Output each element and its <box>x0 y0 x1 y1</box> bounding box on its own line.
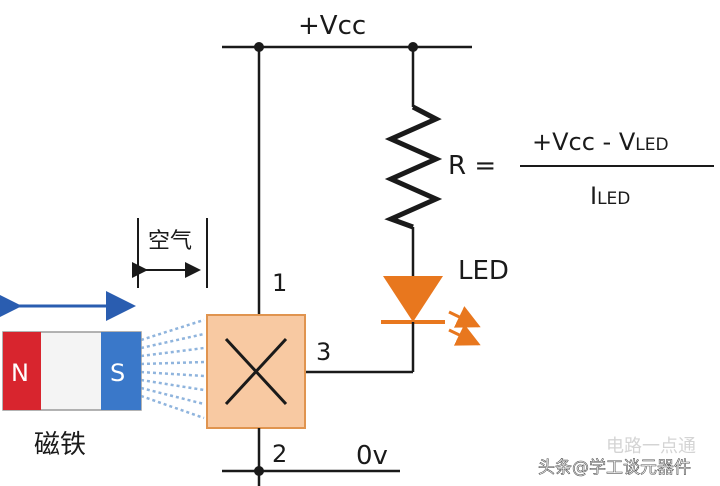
resistor-label: R = <box>448 151 496 181</box>
led-label: LED <box>458 256 509 286</box>
formula-denominator: ILED <box>590 182 630 210</box>
formula-num-sub: LED <box>635 135 668 155</box>
magnet-north-pole <box>3 332 41 410</box>
magnet-label: 磁铁 <box>34 430 86 460</box>
magnet-south-pole <box>101 332 141 410</box>
hall-sensor <box>206 314 306 429</box>
formula-den-main: I <box>590 182 597 210</box>
resistor-symbol <box>384 104 443 230</box>
magnet: N S <box>2 331 142 411</box>
formula-den-sub: LED <box>597 189 630 209</box>
junction-dot <box>254 466 264 476</box>
formula-num-main: +Vcc - V <box>532 128 636 156</box>
pin1-label: 1 <box>272 269 287 297</box>
formula-numerator: +Vcc - VLED <box>532 128 669 156</box>
magnet-n-label: N <box>11 359 29 387</box>
air-gap-label: 空气 <box>148 229 192 254</box>
watermark-faint: 电路一点通 <box>606 436 696 457</box>
magnetic-field-lines <box>140 318 205 420</box>
led-symbol <box>381 276 481 346</box>
ground-label: 0v <box>356 441 388 471</box>
pin2-label: 2 <box>272 440 287 468</box>
watermark-handle: @学工谈元器件 <box>572 458 691 478</box>
vcc-label: +Vcc <box>298 11 366 41</box>
magnet-s-label: S <box>110 359 125 387</box>
watermark-prefix: 头条 <box>538 458 572 478</box>
resistor-formula: +Vcc - VLED ILED <box>520 128 714 210</box>
watermark-text: 头条@学工谈元器件 <box>538 458 691 478</box>
pin3-label: 3 <box>316 338 331 366</box>
